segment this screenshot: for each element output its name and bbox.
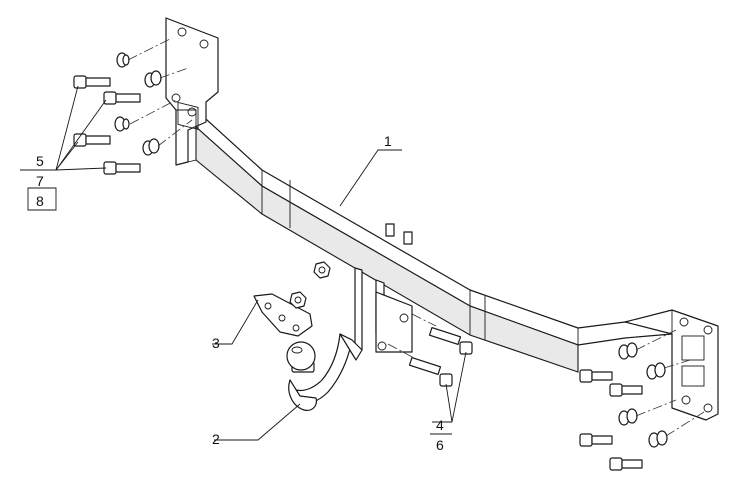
label-part-8: 8 — [36, 193, 44, 209]
label-part-5: 5 — [36, 153, 44, 169]
label-boxes — [27, 169, 452, 435]
leader-lines — [20, 85, 467, 441]
label-part-3: 3 — [212, 335, 220, 351]
beam-studs — [385, 223, 413, 245]
tow-ball-assembly — [286, 333, 363, 411]
label-part-4: 4 — [436, 417, 444, 433]
hitch-nuts — [289, 261, 331, 309]
socket-bracket — [253, 293, 313, 337]
right-mounting-bracket — [624, 309, 719, 421]
label-part-1: 1 — [384, 133, 392, 149]
label-part-7: 7 — [36, 173, 44, 189]
left-bolts — [73, 37, 193, 175]
right-bolts — [387, 313, 705, 471]
left-mounting-bracket — [165, 17, 219, 166]
label-part-6: 6 — [436, 437, 444, 453]
label-part-2: 2 — [212, 431, 220, 447]
